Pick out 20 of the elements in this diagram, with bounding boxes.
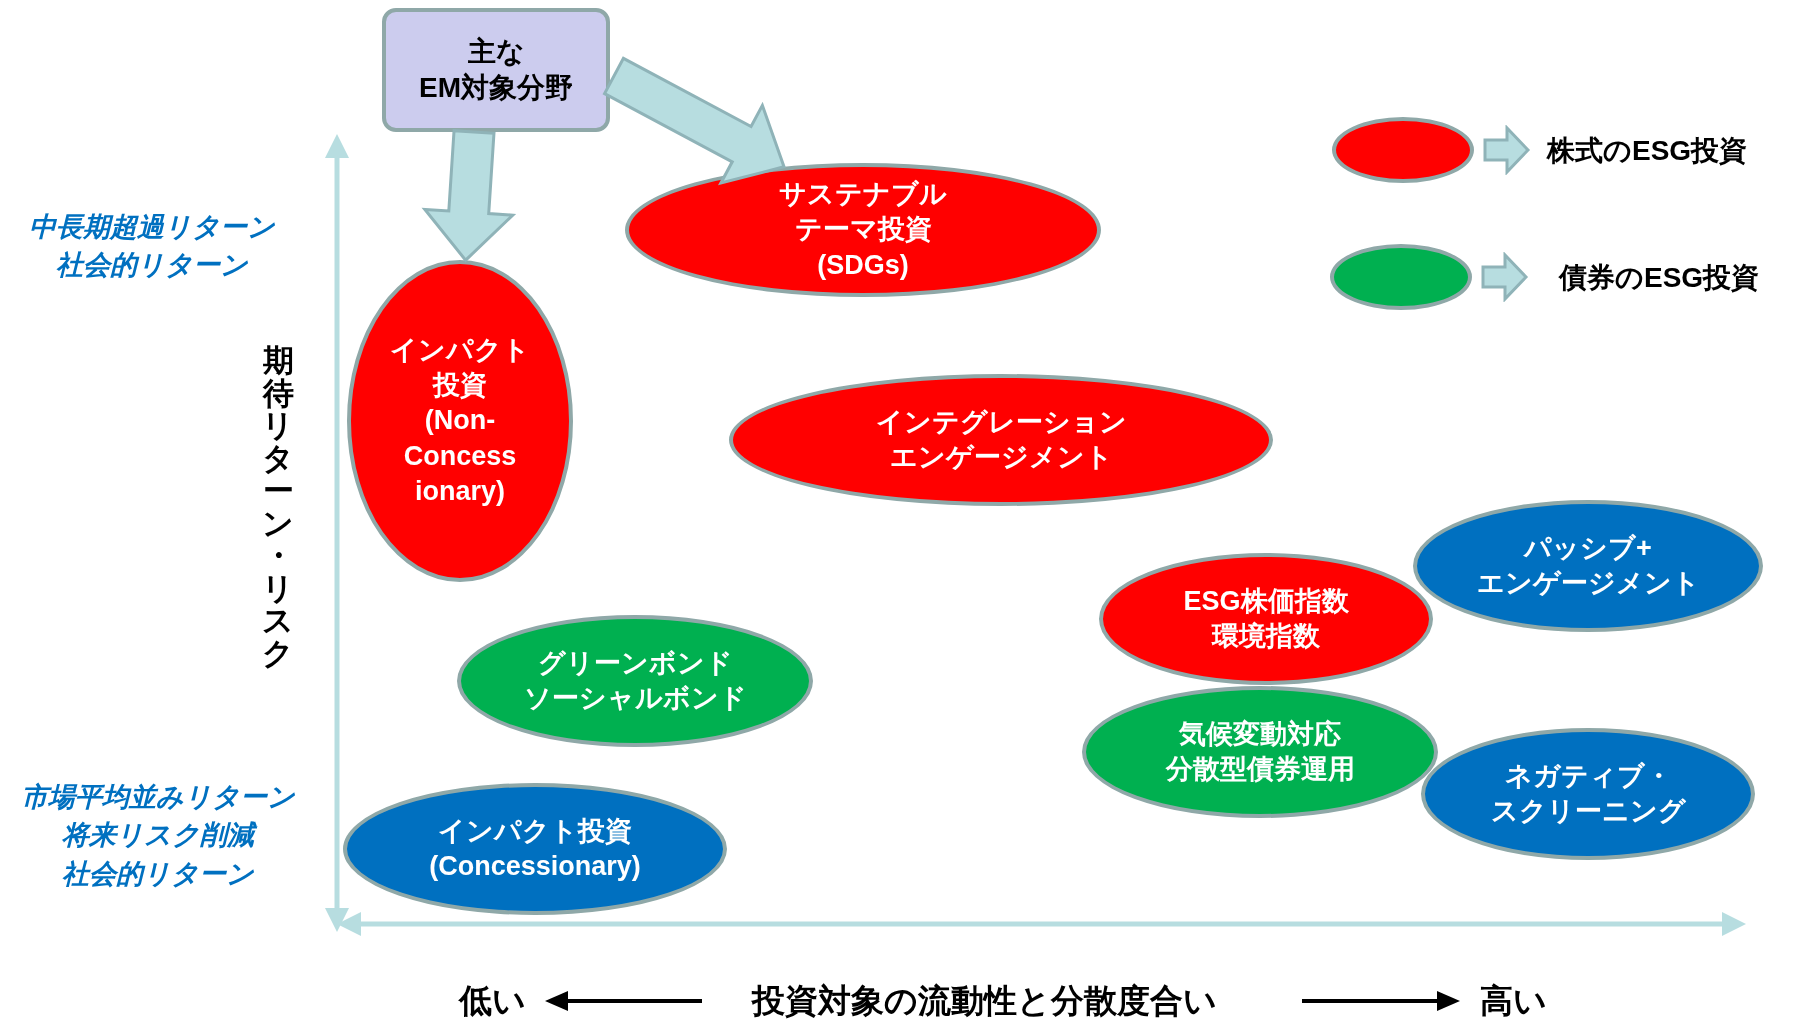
category-ellipse: サステナブルテーマ投資(SDGs) xyxy=(625,163,1101,297)
legend-label: 債券のESG投資 xyxy=(1559,261,1760,295)
category-ellipse: ネガティブ・スクリーニング xyxy=(1421,728,1755,860)
category-ellipse: インパクト投資(Non-Concessionary) xyxy=(347,260,573,582)
category-ellipse: グリーンボンドソーシャルボンド xyxy=(457,615,813,747)
category-ellipse: インテグレーションエンゲージメント xyxy=(729,374,1273,506)
category-ellipse: ESG株価指数環境指数 xyxy=(1099,553,1433,685)
category-ellipse: パッシブ+エンゲージメント xyxy=(1413,500,1763,632)
axis-note: 中長期超過リターン社会的リターン xyxy=(29,211,275,283)
block-arrow xyxy=(602,56,786,186)
axis-title: 期待リターン・リスク xyxy=(262,345,294,671)
legend-label: 株式のESG投資 xyxy=(1547,134,1748,168)
axis-end-label: 低い xyxy=(458,980,526,1021)
axis-end-label: 高い xyxy=(1479,980,1547,1021)
category-ellipse: インパクト投資(Concessionary) xyxy=(343,783,727,915)
axis-title: 投資対象の流動性と分散度合い xyxy=(751,980,1217,1021)
axis-note: 市場平均並みリターン将来リスク削減社会的リターン xyxy=(21,781,295,891)
category-ellipse: 気候変動対応分散型債券運用 xyxy=(1082,686,1438,818)
category-box: 主なEM対象分野 xyxy=(382,8,610,132)
block-arrow xyxy=(421,129,517,263)
